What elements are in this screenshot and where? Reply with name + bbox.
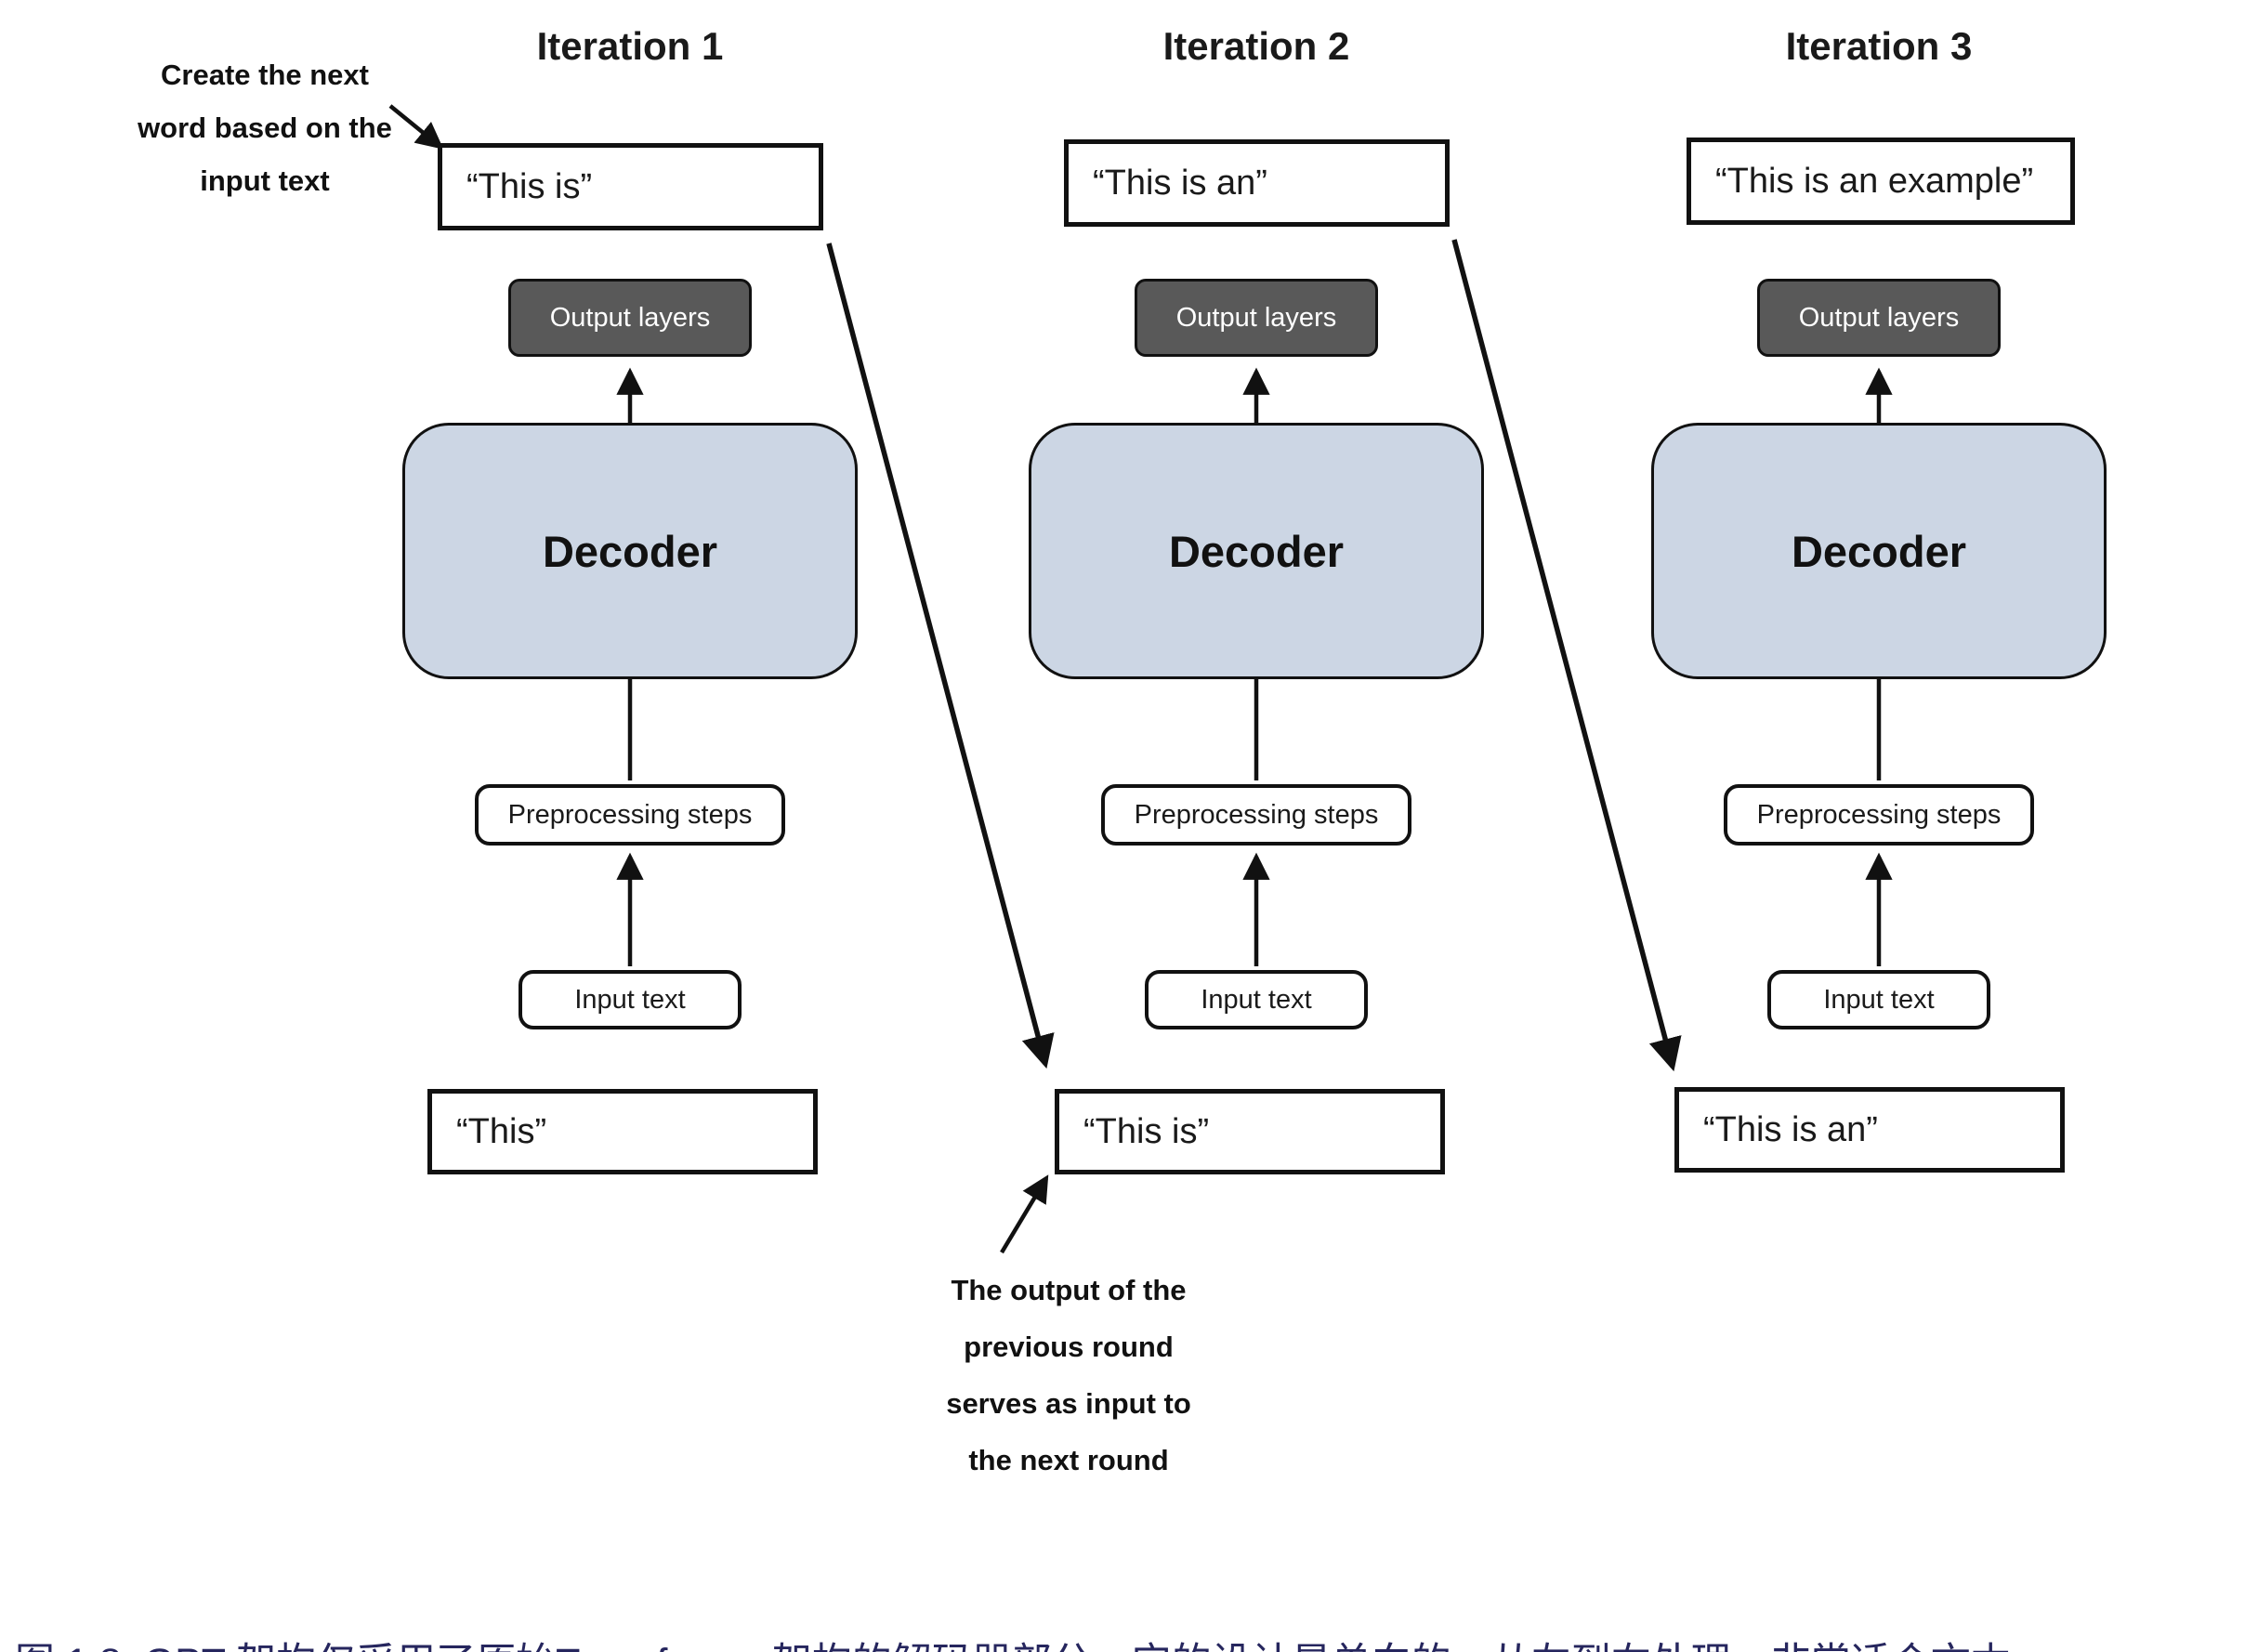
iteration-2-preprocessing-box: Preprocessing steps [1101,784,1411,846]
iteration-1-input-box: Input text [519,970,742,1029]
iteration-3-output-layers-box: Output layers [1757,279,2001,357]
caption-line-1: 图 1.8 GPT 架构仅采用了原始Transformer架构的解码器部分。它的… [15,1637,2249,1652]
preprocessing-label: Preprocessing steps [1134,799,1379,830]
input-text: “This” [456,1111,547,1151]
iteration-1-output-layers-box: Output layers [508,279,752,357]
note-line: word based on the [138,111,392,144]
output-layers-label: Output layers [1175,302,1337,333]
note-line: previous round [964,1331,1174,1363]
note-line: The output of the [951,1274,1187,1306]
output-layers-label: Output layers [549,302,711,333]
preprocessing-label: Preprocessing steps [507,799,753,830]
iteration-1-title: Iteration 1 [536,24,724,68]
iteration-2-generated-text-box: “This is an” [1064,139,1450,227]
iteration-3-input-text-box: “This is an” [1674,1087,2065,1173]
note-line: input text [200,164,330,197]
decoder-label: Decoder [1168,526,1345,576]
arrow-output-previous-note [1000,1174,1049,1254]
iteration-2-input-text-box: “This is” [1055,1089,1445,1174]
generated-text: “This is an example” [1715,161,2034,201]
arrow-output2-to-input3 [1451,239,1682,1072]
iteration-3-title: Iteration 3 [1785,24,1973,68]
input-box-label: Input text [1823,984,1935,1015]
output-layers-label: Output layers [1798,302,1960,333]
iteration-1-preprocessing-box: Preprocessing steps [475,784,785,846]
note-line: Create the next [161,59,369,91]
note-create-next-word: Create the next word based on the input … [70,48,460,207]
note-output-previous-round: The output of the previous round serves … [873,1262,1264,1488]
iteration-2-output-layers-box: Output layers [1135,279,1378,357]
iteration-2-title: Iteration 2 [1162,24,1350,68]
arrow-output1-to-input2 [826,243,1055,1069]
note-line: the next round [968,1444,1169,1476]
iteration-2-input-box: Input text [1145,970,1368,1029]
preprocessing-label: Preprocessing steps [1756,799,2002,830]
input-box-label: Input text [1201,984,1312,1015]
note-line: serves as input to [946,1387,1191,1420]
input-text: “This is” [1083,1111,1210,1151]
generated-text: “This is an” [1093,163,1267,203]
figure-caption: 图 1.8 GPT 架构仅采用了原始Transformer架构的解码器部分。它的… [15,1531,2249,1652]
iteration-3-decoder-box: Decoder [1651,423,2107,679]
decoder-label: Decoder [542,526,718,576]
iteration-2-decoder-box: Decoder [1029,423,1484,679]
decoder-label: Decoder [1791,526,1967,576]
iteration-1-decoder-box: Decoder [402,423,858,679]
iteration-3-generated-text-box: “This is an example” [1687,138,2075,225]
iteration-3-preprocessing-box: Preprocessing steps [1724,784,2034,846]
iteration-1-input-text-box: “This” [427,1089,818,1174]
generated-text: “This is” [466,166,593,206]
iteration-1-generated-text-box: “This is” [438,143,823,230]
iteration-3-input-box: Input text [1767,970,1990,1029]
input-box-label: Input text [574,984,686,1015]
input-text: “This is an” [1703,1109,1878,1149]
